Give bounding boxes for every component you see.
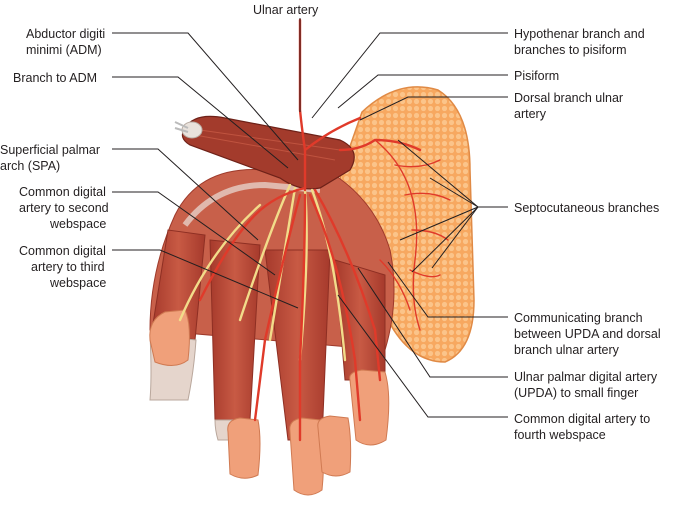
cda-second-webspace (253, 193, 302, 422)
leader-adm (112, 32, 299, 161)
adm-muscle (174, 115, 355, 190)
label-hypothenar-2: branches to pisiform (514, 43, 627, 57)
label-upda-1: Ulnar palmar digital artery (514, 370, 658, 384)
hypothenar-branch (303, 116, 362, 152)
label-septocutaneous: Septocutaneous branches (514, 201, 659, 215)
fingertip-middle (227, 417, 261, 479)
label-spa-2: arch (SPA) (0, 159, 60, 173)
fingertips (149, 309, 390, 496)
leader-pisiform (337, 74, 508, 109)
fingertip-small (349, 369, 390, 446)
leader-septo-2 (429, 177, 479, 208)
leader-cda3 (112, 249, 299, 309)
fingertip-index (149, 309, 190, 366)
label-cda3-3: webspace (49, 276, 106, 290)
leader-cda4 (337, 294, 508, 418)
label-adm-2: minimi (ADM) (26, 43, 102, 57)
leader-cda2 (112, 191, 276, 276)
label-cda2-3: webspace (49, 217, 106, 231)
leader-hypothenar (311, 32, 508, 119)
arteries (198, 18, 422, 442)
spa-arch (198, 186, 307, 302)
finger-middle (209, 239, 261, 441)
label-ulnar-artery: Ulnar artery (253, 3, 319, 17)
cda-third-webspace (298, 193, 307, 442)
leader-lines (112, 18, 508, 418)
leader-upda (357, 267, 508, 378)
label-cda2-1: Common digital (19, 185, 106, 199)
finger-ring (264, 249, 331, 441)
labels: Ulnar artery Abductor digiti minimi (ADM… (0, 3, 661, 442)
label-communicating-2: between UPDA and dorsal (514, 327, 661, 341)
label-hypothenar-1: Hypothenar branch and (514, 27, 645, 41)
label-pisiform: Pisiform (514, 69, 559, 83)
leader-spa (112, 148, 259, 241)
label-dorsal-2: artery (514, 107, 547, 121)
label-cda4-2: fourth webspace (514, 428, 606, 442)
label-spa-1: Superficial palmar (0, 143, 100, 157)
leader-dorsal (359, 96, 508, 121)
leader-septo-5 (431, 206, 479, 269)
leader-septo-3 (399, 206, 479, 241)
leader-communicating (387, 261, 508, 318)
label-cda3-2: artery to third (31, 260, 105, 274)
label-adm-1: Abductor digiti (26, 27, 105, 41)
label-cda3-1: Common digital (19, 244, 106, 258)
label-cda4-1: Common digital artery to (514, 412, 650, 426)
label-communicating-3: branch ulnar artery (514, 343, 620, 357)
label-cda2-2: artery to second (19, 201, 109, 215)
label-communicating-1: Communicating branch (514, 311, 643, 325)
label-dorsal-1: Dorsal branch ulnar (514, 91, 623, 105)
cda-fourth-webspace (308, 193, 362, 422)
leader-septo-4 (411, 206, 479, 273)
fingertip-ring-2 (317, 415, 352, 477)
leader-branch-adm (112, 76, 289, 169)
label-upda-2: (UPDA) to small finger (514, 386, 638, 400)
septocutaneous-vessels (374, 139, 451, 331)
upda-small-finger (313, 188, 382, 382)
label-branch-adm: Branch to ADM (13, 71, 97, 85)
